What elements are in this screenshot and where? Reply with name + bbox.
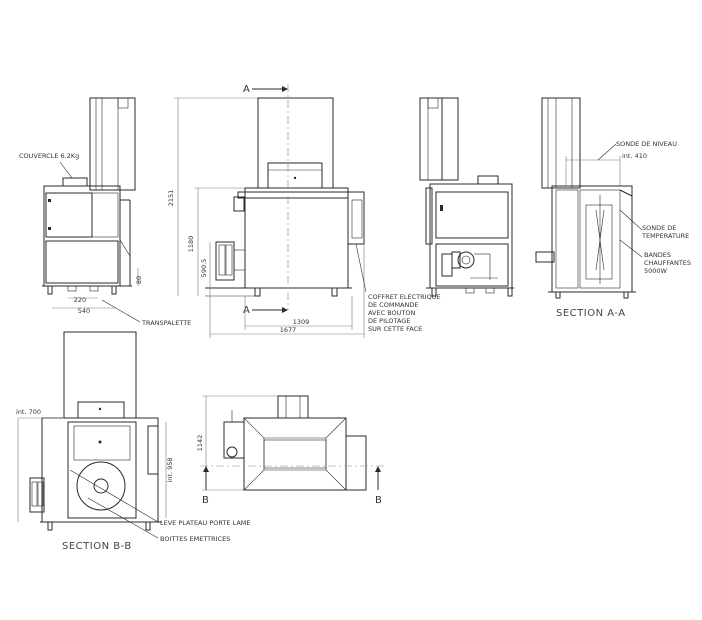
- section-marker-a-bottom: A: [243, 305, 250, 316]
- label-sonde-temp-line1: SONDE DE: [642, 224, 676, 232]
- label-coffret-line4: DE PILOTAGE: [368, 317, 410, 325]
- section-aa-view: int. 410 SONDE DE NIVEAU SONDE DE TEMPER…: [535, 97, 691, 319]
- section-marker-b-right: B: [375, 495, 382, 506]
- section-marker-a-top: A: [243, 84, 250, 95]
- dim-220: 220: [74, 296, 86, 304]
- dim-2151: 2151: [167, 190, 175, 207]
- front-elevation-view: A A 2151 1180 590.5 1309 1677 COFFRET EL…: [167, 84, 441, 338]
- section-marker-b-left: B: [202, 495, 209, 506]
- label-coffret-line3: AVEC BOUTON: [368, 309, 415, 317]
- dim-1677: 1677: [280, 326, 297, 334]
- label-coffret-line5: SUR CETTE FACE: [368, 325, 422, 333]
- dim-int-410: int. 410: [622, 152, 647, 160]
- label-sonde-niveau: SONDE DE NIVEAU: [616, 140, 677, 148]
- dim-int-700: int. 700: [16, 408, 41, 416]
- dim-1180: 1180: [187, 236, 195, 253]
- label-transpalette: TRANSPALETTE: [141, 319, 191, 327]
- dim-590-5: 590.5: [200, 259, 208, 278]
- label-boittes: BOITTES EMETTRICES: [160, 535, 230, 543]
- label-bandes-line1: BANDES: [644, 251, 671, 259]
- label-sonde-temp-line2: TEMPERATURE: [641, 232, 689, 240]
- label-bandes-line2: CHAUFFANTES: [644, 259, 691, 267]
- plan-view: 1142 B B: [196, 395, 386, 506]
- dim-int-958: int. 958: [166, 457, 174, 482]
- section-aa-title: SECTION A-A: [556, 308, 626, 319]
- label-coffret-line2: DE COMMANDE: [368, 301, 418, 309]
- label-bandes-line3: 5000W: [644, 267, 668, 275]
- section-bb-title: SECTION B-B: [62, 541, 132, 552]
- label-coffret-line1: COFFRET ELECTRIQUE: [368, 293, 441, 301]
- dim-1309: 1309: [293, 318, 310, 326]
- dim-1142: 1142: [196, 435, 204, 452]
- section-bb-view: int. 700 int. 958 LEVE PLATEAU PORTE LAM…: [16, 331, 250, 552]
- label-couvercle: COUVERCLE 6.2Kg: [19, 152, 79, 160]
- dim-540: 540: [78, 307, 90, 315]
- label-leve-plateau: LEVE PLATEAU PORTE LAME: [160, 519, 250, 527]
- right-elevation-view: [419, 97, 514, 297]
- dim-80: 80: [135, 276, 143, 284]
- left-elevation-view: 220 540 80 COUVERCLE 6.2Kg TRANSPALETTE: [19, 97, 191, 327]
